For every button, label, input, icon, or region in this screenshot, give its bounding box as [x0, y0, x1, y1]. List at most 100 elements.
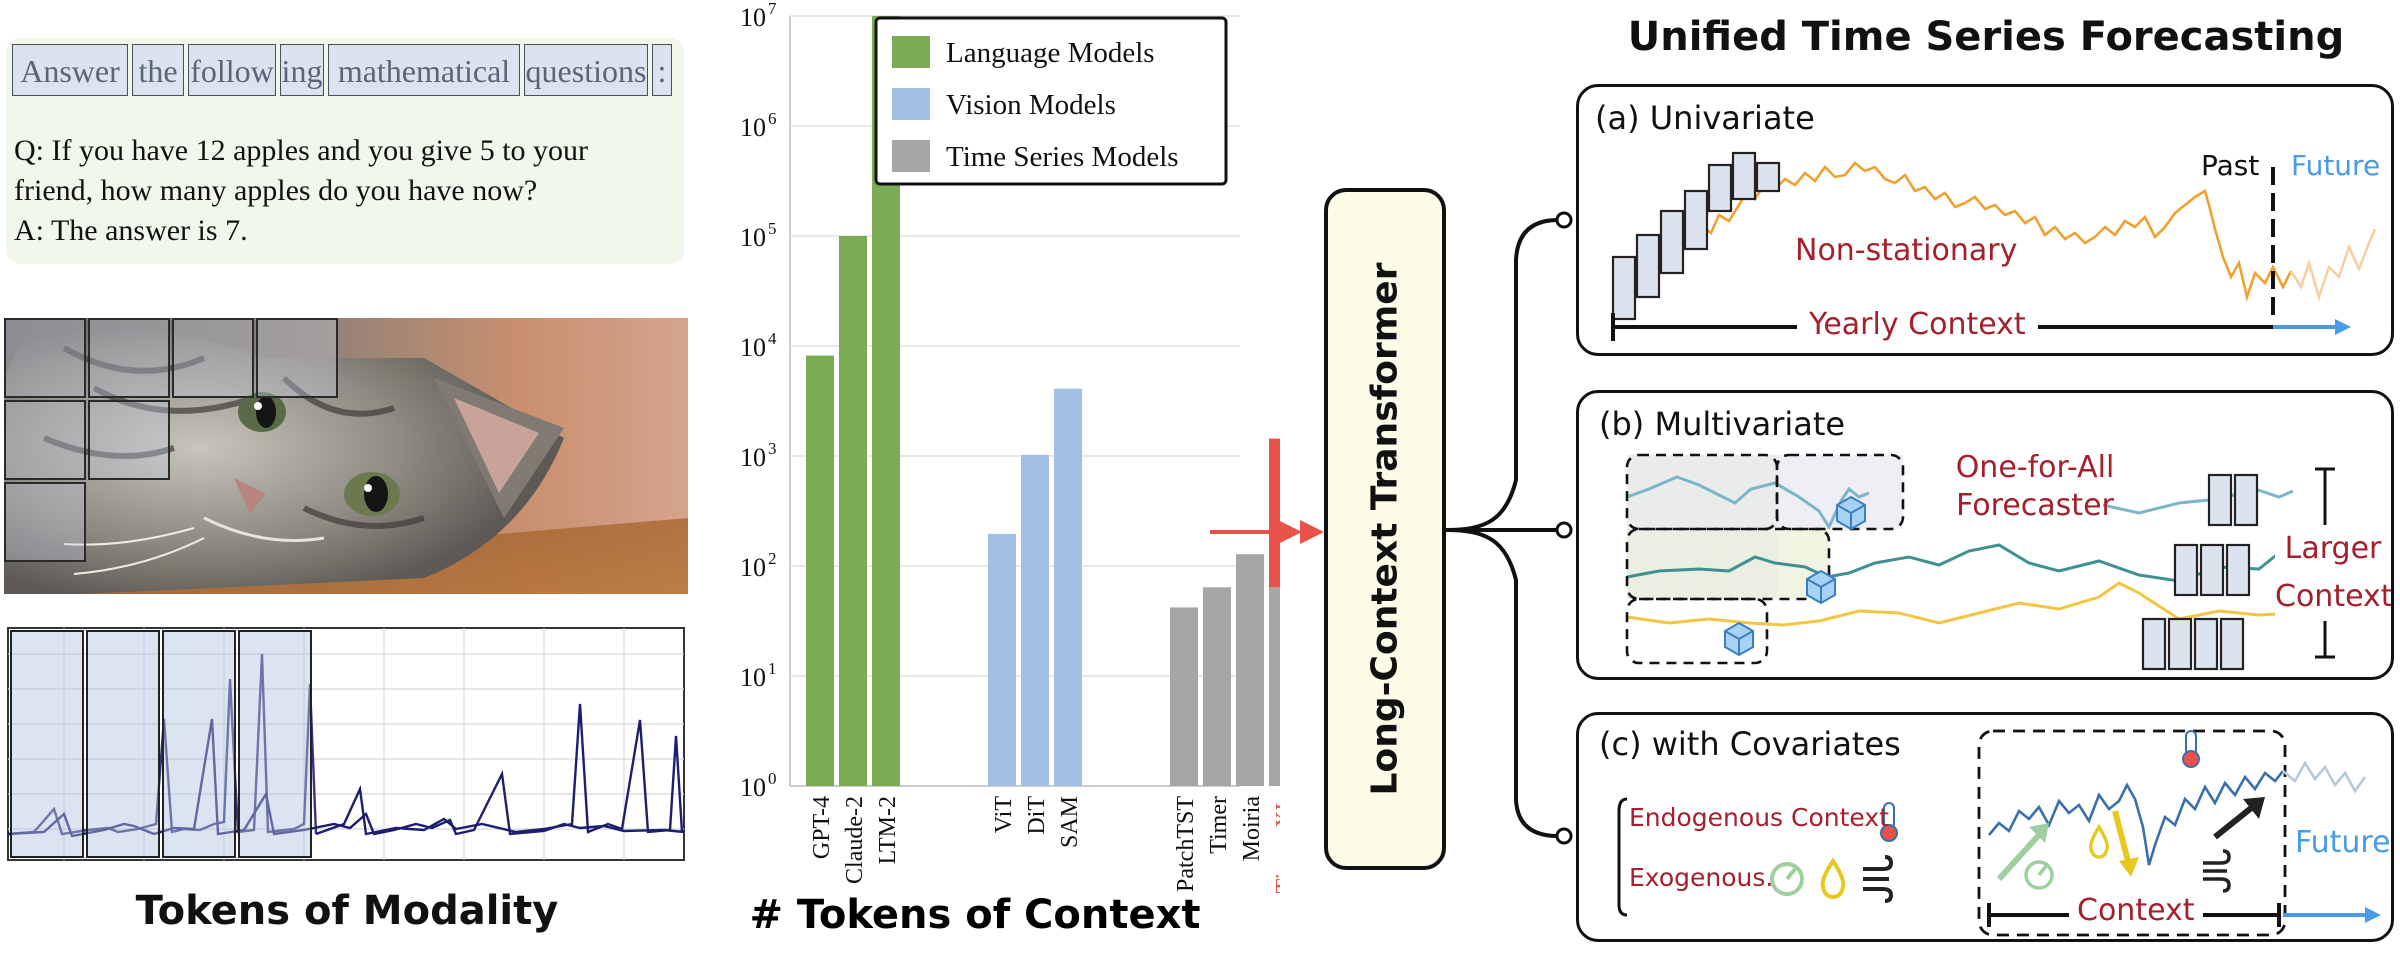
y-tick-exponent: 7 — [768, 0, 777, 18]
larger-context-line: Larger — [2275, 525, 2391, 573]
y-tick-exponent: 3 — [768, 439, 777, 458]
text-token: mathematical — [328, 44, 520, 96]
x-tick-label: ViT — [991, 796, 1017, 834]
bar-claude-2 — [839, 236, 867, 786]
legend-label: Language Models — [946, 37, 1155, 69]
right-title: Unified Time Series Forecasting — [1627, 14, 2345, 60]
chart-to-transformer-arrow — [1210, 520, 1324, 544]
larger-context-label: Larger Context — [2275, 525, 2391, 621]
bar-timer-xl-base — [1269, 587, 1280, 786]
prompt-line: A: The answer is 7. — [14, 214, 248, 247]
thermometer-icon — [2182, 730, 2200, 768]
x-tick-label: Moiria — [1239, 796, 1265, 862]
series-patch-token — [162, 630, 236, 858]
text-token: follow — [188, 44, 276, 96]
y-tick-label: 10 — [740, 443, 766, 472]
x-tick-label: SAM — [1057, 796, 1083, 848]
wind-icon — [1863, 855, 1894, 903]
past-label: Past — [2201, 149, 2260, 182]
x-tick-label: Timer-XL — [1272, 796, 1280, 893]
wind-icon — [2203, 849, 2231, 893]
branch-connectors — [1446, 211, 1573, 845]
cube-icon — [1836, 495, 1866, 531]
covariates-future-label: Future — [2295, 825, 2391, 860]
thermometer-icon — [1880, 802, 1898, 842]
image-patch-token — [4, 482, 86, 562]
chart-x-axis-label: # Tokens of Context — [749, 892, 1200, 938]
legend-swatch — [892, 88, 930, 120]
gauge-icon — [1770, 862, 1804, 896]
droplet-icon — [2088, 823, 2110, 859]
bar-gpt-4 — [806, 355, 834, 786]
legend-swatch — [892, 36, 930, 68]
gauge-icon — [2024, 860, 2054, 890]
y-tick-exponent: 6 — [768, 109, 777, 128]
non-stationary-label: Non-stationary — [1789, 233, 2024, 268]
covariates-plot — [1617, 729, 2381, 937]
panel-covariates: (c) with Covariates — [1576, 712, 2394, 942]
y-tick-exponent: 0 — [768, 769, 777, 788]
bar-dit — [1021, 454, 1049, 786]
bar-moiria — [1236, 554, 1264, 786]
cube-icon — [1724, 621, 1754, 657]
x-tick-label: DiT — [1024, 796, 1050, 835]
bar-vit — [988, 533, 1016, 786]
multivariate-plot — [1625, 453, 2335, 671]
image-patch-token — [256, 318, 338, 398]
text-token: questions — [524, 44, 648, 96]
y-tick-label: 10 — [740, 553, 766, 582]
larger-context-line: Context — [2275, 573, 2391, 621]
transformer-label: Long-Context Transformer — [1364, 262, 1406, 796]
forecaster-label: One-for-All Forecaster — [1955, 449, 2115, 525]
cat-image — [4, 318, 688, 594]
endogenous-label: Endogenous Context — [1629, 803, 1889, 832]
image-patch-token — [4, 400, 86, 480]
panel-title: (b) Multivariate — [1599, 405, 1846, 443]
bar-timer — [1203, 587, 1231, 786]
exogenous-label: Exogenous. — [1629, 863, 1774, 892]
legend-swatch — [892, 140, 930, 172]
y-tick-exponent: 1 — [768, 659, 777, 678]
droplet-icon — [1820, 857, 1846, 900]
y-tick-label: 10 — [740, 113, 766, 142]
series-patch-token — [86, 630, 160, 858]
y-tick-exponent: 4 — [768, 329, 777, 348]
x-tick-label: Timer — [1206, 796, 1232, 854]
image-patch-token — [172, 318, 254, 398]
image-patch-token — [4, 318, 86, 398]
series-patch-token — [10, 630, 84, 858]
bar-sam — [1054, 388, 1082, 786]
future-label: Future — [2291, 149, 2381, 182]
forecaster-line: One-for-All — [1955, 450, 2115, 485]
prompt-line: friend, how many apples do you have now? — [14, 174, 538, 207]
prompt-line: Q: If you have 12 apples and you give 5 … — [14, 134, 589, 167]
long-context-transformer-block: Long-Context Transformer — [1324, 188, 1446, 870]
tokens-of-modality-section: Answer the follow ing mathematical quest… — [0, 0, 700, 956]
text-token: Answer — [12, 44, 128, 96]
text-token: ing — [280, 44, 324, 96]
bar-patchtst — [1170, 607, 1198, 786]
x-tick-label: GPT-4 — [809, 796, 835, 859]
y-tick-label: 10 — [740, 663, 766, 692]
panel-univariate: (a) Univariate Past Future Non-stationar… — [1576, 84, 2394, 356]
x-tick-label: LTM-2 — [875, 796, 901, 864]
legend-label: Vision Models — [946, 89, 1116, 121]
time-series-token-plot — [7, 627, 685, 861]
panel-title: (a) Univariate — [1595, 99, 1815, 137]
x-tick-label: PatchTST — [1173, 796, 1199, 892]
left-caption: Tokens of Modality — [135, 888, 559, 934]
legend-box — [874, 16, 1228, 186]
y-tick-label: 10 — [740, 3, 766, 32]
series-patch-token — [238, 630, 312, 858]
text-token: the — [132, 44, 184, 96]
cube-icon — [1806, 569, 1836, 605]
y-tick-label: 10 — [740, 223, 766, 252]
forecaster-line: Forecaster — [1956, 488, 2114, 523]
univariate-plot — [1611, 151, 2377, 341]
y-tick-label: 10 — [740, 333, 766, 362]
bar-timer-xl-extension — [1269, 438, 1280, 588]
x-tick-label: Claude-2 — [842, 796, 868, 884]
yearly-context-label: Yearly Context — [1797, 307, 2038, 342]
panel-multivariate: (b) Multivariate — [1576, 390, 2394, 680]
